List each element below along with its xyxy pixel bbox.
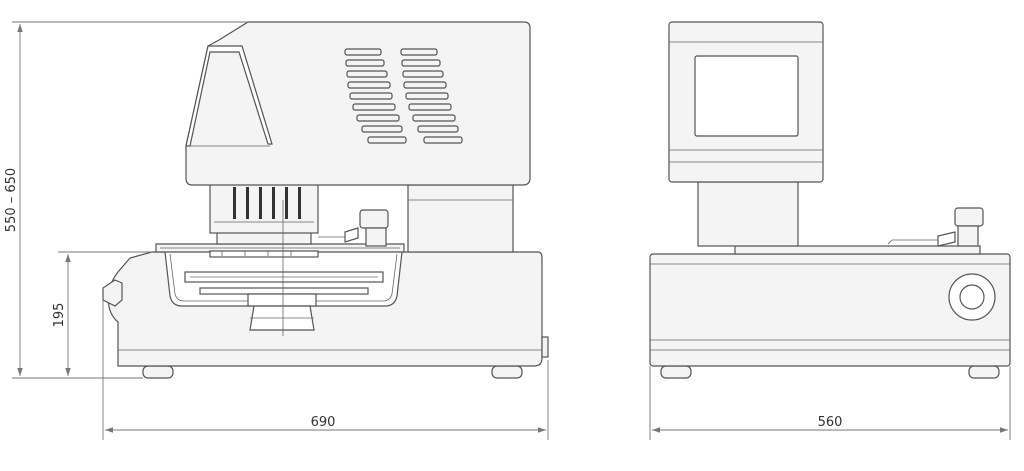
side-rear-connector (541, 336, 549, 358)
height-range-label: 550 – 650 (4, 168, 19, 232)
width-label: 560 (818, 415, 843, 430)
dimension-labels: 550 – 650 195 690 560 (4, 168, 842, 430)
side-nozzle (359, 209, 389, 229)
side-view (102, 21, 549, 379)
side-column (407, 184, 514, 253)
dimension-lines (12, 21, 1011, 440)
front-nozzle (954, 207, 984, 227)
side-spindle (247, 293, 317, 307)
base-height-label: 195 (52, 303, 67, 328)
front-foot-right (968, 365, 1000, 379)
side-foot-left (142, 365, 174, 379)
side-foot-right (491, 365, 523, 379)
side-vent-slots (344, 48, 463, 144)
side-head-fins (233, 187, 301, 219)
side-front-knob (102, 279, 123, 307)
depth-label: 690 (311, 415, 336, 430)
side-head-block (209, 182, 319, 234)
front-top-plate (734, 245, 981, 255)
front-column (697, 181, 799, 247)
front-foot-left (660, 365, 692, 379)
front-view (649, 21, 1011, 379)
front-display (694, 55, 799, 137)
